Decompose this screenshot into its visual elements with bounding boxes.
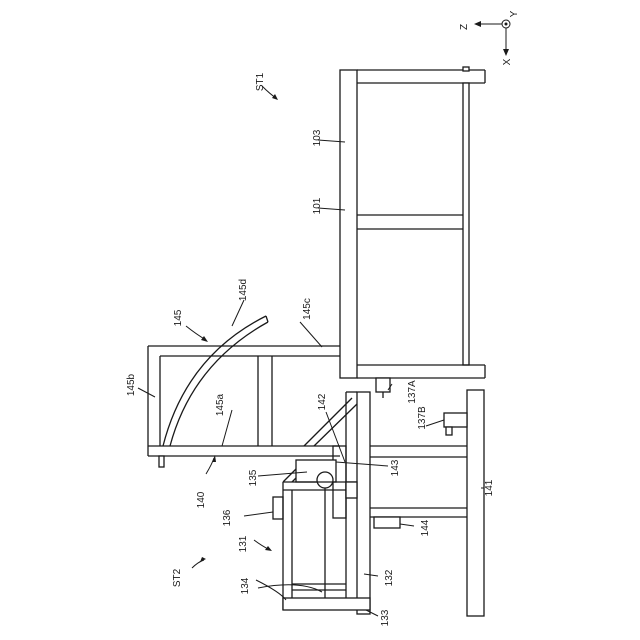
part-137B (444, 413, 467, 427)
leader-st1-arrow (272, 94, 278, 100)
part-137B-tab (446, 427, 452, 435)
leader-136 (244, 512, 273, 516)
leader-145c (300, 322, 322, 347)
label-131: 131 (238, 535, 249, 552)
label-143: 143 (390, 459, 401, 476)
leader-137B (426, 420, 444, 426)
label-132: 132 (384, 569, 395, 586)
base-133 (283, 598, 370, 610)
reference-labels: ST1 103 101 145d 145c 145 145b 145a 142 … (126, 72, 495, 626)
column-143 (333, 392, 370, 614)
label-145a: 145a (215, 393, 226, 416)
leader-st2 (192, 560, 204, 568)
label-134: 134 (240, 577, 251, 594)
label-st2: ST2 (172, 568, 183, 587)
leader-131-arrow (265, 546, 272, 551)
st1-top-cap (463, 67, 469, 71)
leader-lines (138, 86, 484, 616)
z-arrowhead (474, 21, 481, 27)
leader-145b (138, 388, 155, 397)
curved-guide-145d-outer (163, 316, 266, 446)
unit-top-clamp (346, 482, 357, 498)
base-141 (467, 390, 484, 616)
leader-145-arrow (201, 336, 208, 342)
label-142: 142 (317, 393, 328, 410)
label-133: 133 (380, 609, 391, 626)
curved-guide-145d-inner (170, 322, 268, 446)
part-144-block (374, 517, 400, 528)
foot-145b (159, 456, 164, 467)
st1-main-beam (340, 70, 357, 378)
label-135: 135 (248, 469, 259, 486)
axis-label-z: Z (459, 24, 470, 30)
label-140: 140 (196, 491, 207, 508)
label-145d: 145d (238, 279, 249, 301)
leader-134-a (256, 580, 286, 600)
label-145b: 145b (126, 373, 137, 396)
label-144: 144 (420, 519, 431, 536)
leader-145d (232, 300, 244, 326)
label-145c: 145c (302, 298, 313, 320)
roller-135 (317, 472, 333, 488)
label-141: 141 (484, 479, 495, 496)
leader-144 (400, 524, 414, 526)
label-145: 145 (173, 309, 184, 326)
st1-outer-post (463, 83, 469, 365)
part-136 (273, 497, 283, 519)
curved-guide-tip (266, 316, 268, 322)
brace-outer (304, 398, 352, 446)
label-st1: ST1 (255, 72, 266, 91)
label-137A: 137A (407, 380, 418, 404)
label-136: 136 (222, 509, 233, 526)
label-101: 101 (312, 197, 323, 214)
frame-145 (148, 316, 340, 467)
x-arrowhead (503, 49, 509, 56)
st1-frame (340, 67, 485, 378)
label-137B: 137B (417, 406, 428, 430)
y-axis-dot (505, 23, 508, 26)
leader-st2-arrow (200, 557, 206, 562)
axis-label-x: X (502, 58, 513, 65)
label-103: 103 (312, 129, 323, 146)
unit-131 (273, 460, 370, 610)
axis-label-y: Y (509, 10, 520, 17)
column-right (357, 392, 370, 614)
axis-indicator: Z Y X (459, 10, 520, 65)
